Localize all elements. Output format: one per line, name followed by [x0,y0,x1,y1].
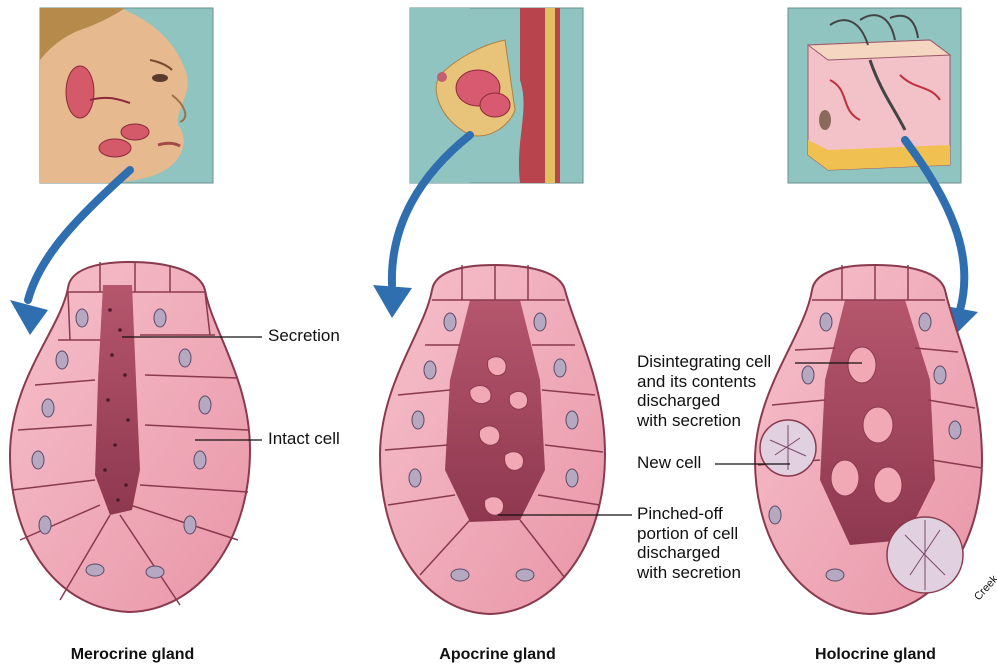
disintegrating-line-2: and its contents [637,372,771,392]
pinched-off-line-1: Pinched-off [637,504,741,524]
secretion-label: Secretion [268,326,340,346]
skin-inset [788,8,961,183]
arrow-head-merocrine [10,300,48,335]
pinched-off-line-2: portion of cell [637,524,741,544]
pinched-off-line-4: with secretion [637,563,741,583]
merocrine-gland-illustration [10,262,250,612]
pinched-off-label: Pinched-off portion of cell discharged w… [637,504,741,582]
breast-inset [410,8,583,183]
new-cell-label: New cell [637,453,701,473]
face-inset [40,8,213,183]
arrow-head-apocrine [373,285,412,318]
merocrine-title: Merocrine gland [45,646,220,664]
holocrine-gland-illustration [755,265,982,614]
disintegrating-line-3: discharged [637,391,771,411]
apocrine-title: Apocrine gland [410,646,585,664]
pinched-off-line-3: discharged [637,543,741,563]
disintegrating-line-1: Disintegrating cell [637,352,771,372]
holocrine-title: Holocrine gland [788,646,963,664]
apocrine-gland-illustration [380,265,605,614]
intact-cell-label: Intact cell [268,429,340,449]
disintegrating-cell-label: Disintegrating cell and its contents dis… [637,352,771,430]
disintegrating-line-4: with secretion [637,411,771,431]
